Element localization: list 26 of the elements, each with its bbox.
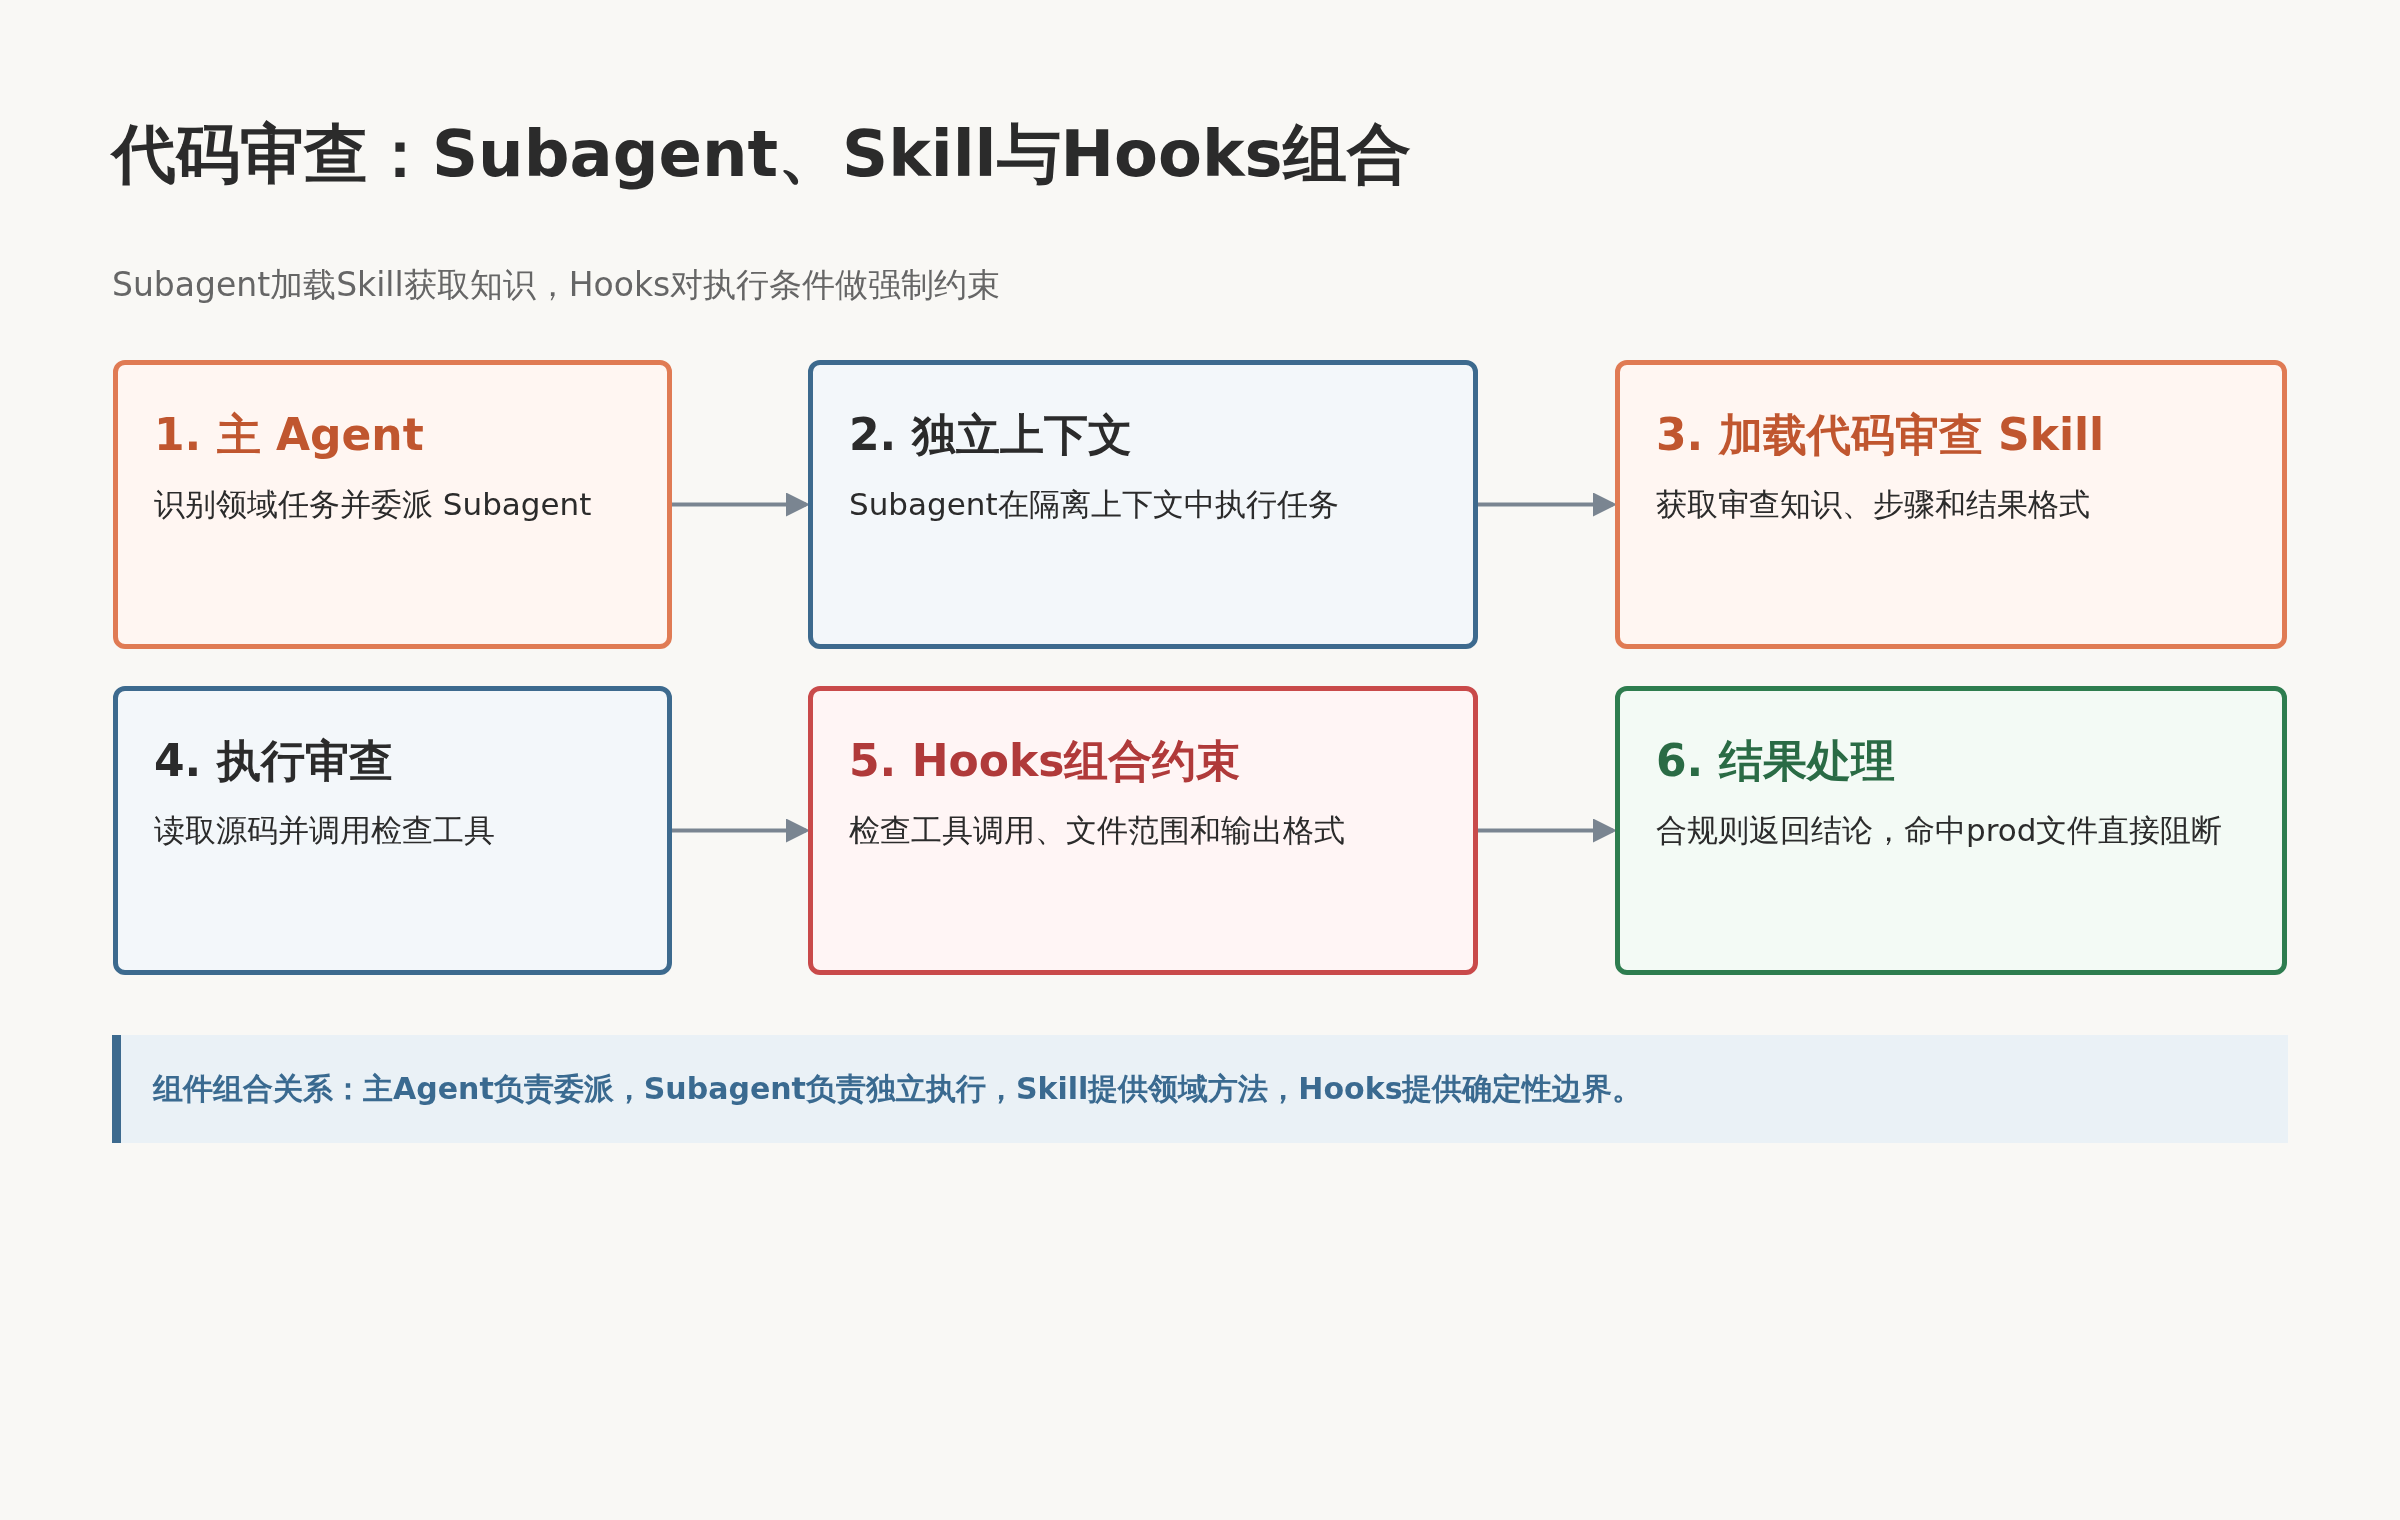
step-box	[1615, 686, 2287, 975]
note-text: 组件组合关系：主Agent负责委派，Subagent负责独立执行，Skill提供领域方法，Hooks提供确定性边界。	[153, 1070, 1643, 1108]
arrow	[1478, 818, 1617, 843]
step-description: 读取源码并调用检查工具	[154, 811, 496, 850]
step-box	[808, 360, 1478, 649]
step-description: 识别领域任务并委派 Subagent	[154, 485, 593, 524]
step-title: 5. Hooks组合约束	[849, 734, 1242, 788]
step-title: 2. 独立上下文	[849, 408, 1133, 462]
step-description: 获取审查知识、步骤和结果格式	[1656, 485, 2091, 524]
arrow	[672, 818, 810, 843]
step-box	[113, 360, 672, 649]
step-title: 3. 加载代码审查 Skill	[1656, 408, 2106, 462]
step-description: 检查工具调用、文件范围和输出格式	[849, 811, 1346, 850]
step-description: Subagent在隔离上下文中执行任务	[849, 485, 1340, 524]
step-title: 6. 结果处理	[1656, 734, 1896, 788]
subtitle: Subagent加载Skill获取知识，Hooks对执行条件做强制约束	[112, 264, 1001, 306]
note-band	[112, 1035, 2288, 1143]
step-box	[808, 686, 1478, 975]
step-description: 合规则返回结论，命中prod文件直接阻断	[1656, 811, 2224, 850]
step-title: 4. 执行审查	[154, 734, 394, 788]
title: 代码审查：Subagent、Skill与Hooks组合	[112, 116, 1411, 193]
step-box	[1615, 360, 2287, 649]
arrow	[1478, 492, 1617, 517]
step-box	[113, 686, 672, 975]
step-title: 1. 主 Agent	[154, 408, 425, 462]
arrow	[672, 492, 810, 517]
